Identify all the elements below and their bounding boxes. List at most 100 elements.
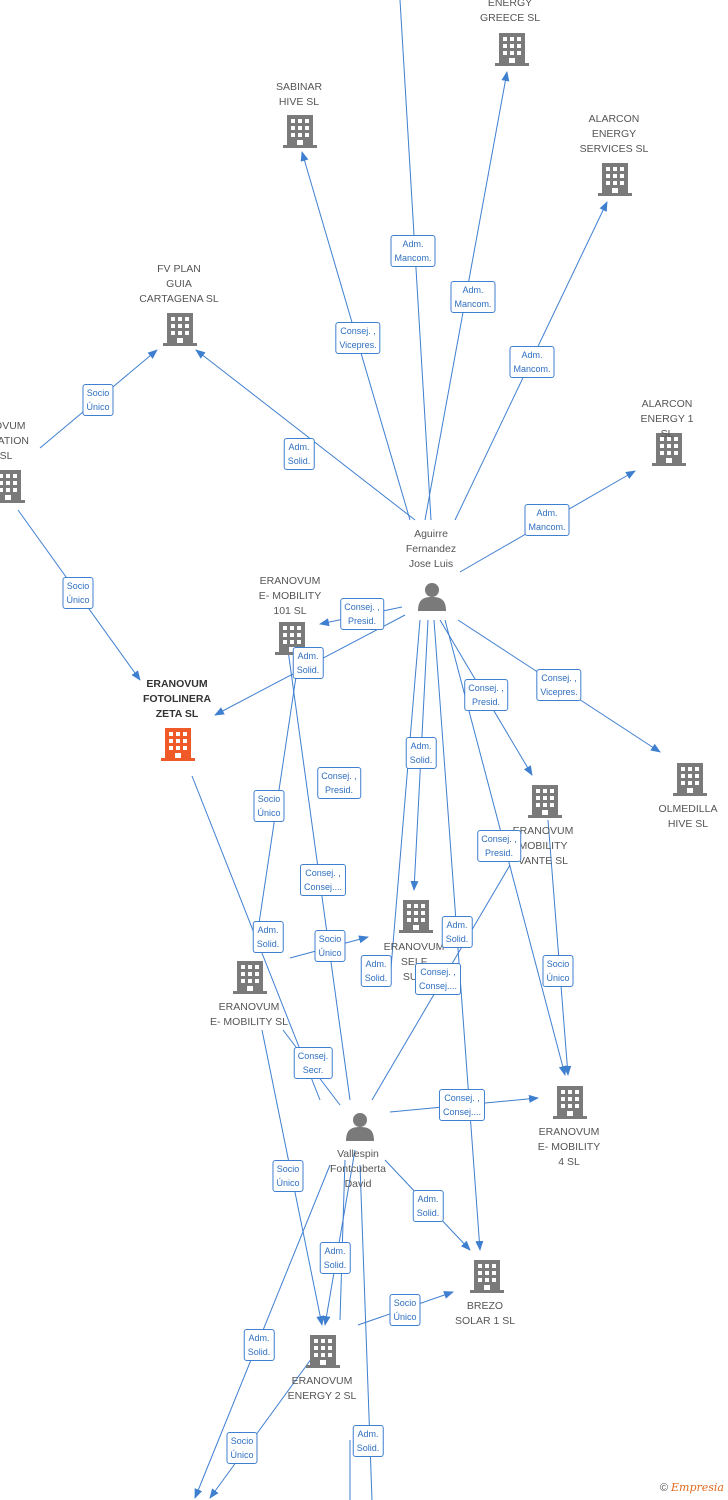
- relation-text: Socio: [86, 388, 110, 398]
- relation-badge-r11[interactable]: Consej. ,Presid.: [464, 679, 508, 711]
- copyright: © Empresia: [660, 1481, 724, 1494]
- relation-text: Solid.: [256, 939, 280, 949]
- relation-text: Socio: [546, 959, 570, 969]
- building-icon-mobility-4[interactable]: [553, 1086, 587, 1119]
- relation-badge-r27[interactable]: Adm.Solid.: [412, 1190, 444, 1222]
- relation-badge-r25[interactable]: Consej. ,Consej....: [438, 1089, 486, 1121]
- company-label-line: ERANOVUM: [383, 941, 445, 953]
- edge-line-29: [339, 1159, 346, 1321]
- company-label-line: ALARCON: [588, 113, 640, 125]
- company-label-line: ERANOVUM: [218, 1001, 280, 1013]
- building-icon-fv-plan[interactable]: [163, 313, 197, 346]
- relation-text: Solid.: [364, 973, 388, 983]
- building-icon-energy-2[interactable]: [306, 1335, 340, 1368]
- relation-text: Socio: [230, 1436, 254, 1446]
- relation-badge-r16[interactable]: Consej. ,Presid.: [477, 830, 521, 862]
- relation-text: Consej. ,: [340, 326, 376, 336]
- relation-badge-r22[interactable]: Consej. ,Consej....: [414, 963, 462, 995]
- relation-text: Mancom.: [513, 364, 551, 374]
- relation-text: Adm.: [462, 285, 484, 295]
- relation-text: Consej. ,: [481, 834, 517, 844]
- relation-badge-r2[interactable]: Adm.Mancom.: [450, 281, 496, 313]
- building-icon-novum-generation[interactable]: [0, 470, 25, 503]
- relation-text: Consej....: [442, 1107, 482, 1117]
- building-icon-fotolinera[interactable]: [161, 728, 195, 761]
- relation-badge-r14[interactable]: Consej. ,Presid.: [317, 767, 361, 799]
- relation-text: Solid.: [356, 1443, 380, 1453]
- relation-text: Adm.: [248, 1333, 270, 1343]
- relation-badge-r32[interactable]: Adm.Solid.: [352, 1425, 384, 1457]
- edge-line-22: [547, 819, 572, 1076]
- relation-badge-r10[interactable]: Adm.Solid.: [292, 647, 324, 679]
- relation-badge-r6[interactable]: Adm.Solid.: [283, 438, 315, 470]
- company-label-line: ENERGY: [591, 128, 637, 140]
- relation-badge-r17[interactable]: Consej. ,Consej....: [299, 864, 347, 896]
- building-icon-mobility[interactable]: [233, 961, 267, 994]
- relation-text: Único: [393, 1312, 417, 1322]
- relation-badge-r1[interactable]: Adm.Mancom.: [390, 235, 436, 267]
- company-label-line: ERATION: [0, 435, 29, 447]
- building-icon-brezo[interactable]: [470, 1260, 504, 1293]
- relation-badge-r30[interactable]: Adm.Solid.: [243, 1329, 275, 1361]
- company-label-line: 101 SL: [273, 605, 307, 617]
- relation-badge-r9[interactable]: Consej. ,Presid.: [340, 598, 384, 630]
- building-icon-mobility-levante[interactable]: [528, 785, 562, 818]
- relation-badge-r7[interactable]: Adm.Mancom.: [524, 504, 570, 536]
- relation-text: Adm.: [410, 741, 432, 751]
- relation-text: Secr.: [302, 1065, 324, 1075]
- relation-badge-r24[interactable]: Consej.Secr.: [293, 1047, 333, 1079]
- relation-text: Adm.: [417, 1194, 439, 1204]
- building-icon-self-sun[interactable]: [399, 900, 433, 933]
- person-icon-aguirre[interactable]: [418, 583, 446, 611]
- person-icon-vallespin[interactable]: [346, 1113, 374, 1141]
- person-label-line: Aguirre: [414, 528, 448, 540]
- building-icon-alarcon-services[interactable]: [598, 163, 632, 196]
- building-icon-olmedilla[interactable]: [673, 763, 707, 796]
- relation-text: Adm.: [288, 442, 310, 452]
- relation-badge-r28[interactable]: Adm.Solid.: [319, 1242, 351, 1274]
- relation-text: Presid.: [471, 697, 500, 707]
- relation-text: Adm.: [297, 651, 319, 661]
- building-icon-energy-greece[interactable]: [495, 33, 529, 66]
- relation-badge-r4[interactable]: Adm.Mancom.: [509, 346, 555, 378]
- relation-text: Adm.: [402, 239, 424, 249]
- relation-badge-r20[interactable]: Adm.Solid.: [441, 916, 473, 948]
- company-label-line: MOBILITY: [518, 840, 568, 852]
- relation-text: Vicepres.: [540, 687, 578, 697]
- relation-text: Consej. ,: [344, 602, 380, 612]
- relation-badge-r3[interactable]: Consej. ,Vicepres.: [335, 322, 381, 354]
- relation-badge-r18[interactable]: Adm.Solid.: [252, 921, 284, 953]
- company-label-line: ERANOVUM: [512, 825, 574, 837]
- relation-badge-r21[interactable]: Adm.Solid.: [360, 955, 392, 987]
- company-label-novum-generation[interactable]: NOVUMERATIONSL: [0, 419, 29, 464]
- company-label-line: FOTOLINERA: [142, 693, 212, 705]
- company-label-line: SOLAR 1 SL: [454, 1315, 516, 1327]
- relation-badge-r13[interactable]: Adm.Solid.: [405, 737, 437, 769]
- company-label-line: ENERGY 2 SL: [287, 1390, 357, 1402]
- relation-badge-r12[interactable]: Consej. ,Vicepres.: [536, 669, 582, 701]
- building-icon-sabinar[interactable]: [283, 115, 317, 148]
